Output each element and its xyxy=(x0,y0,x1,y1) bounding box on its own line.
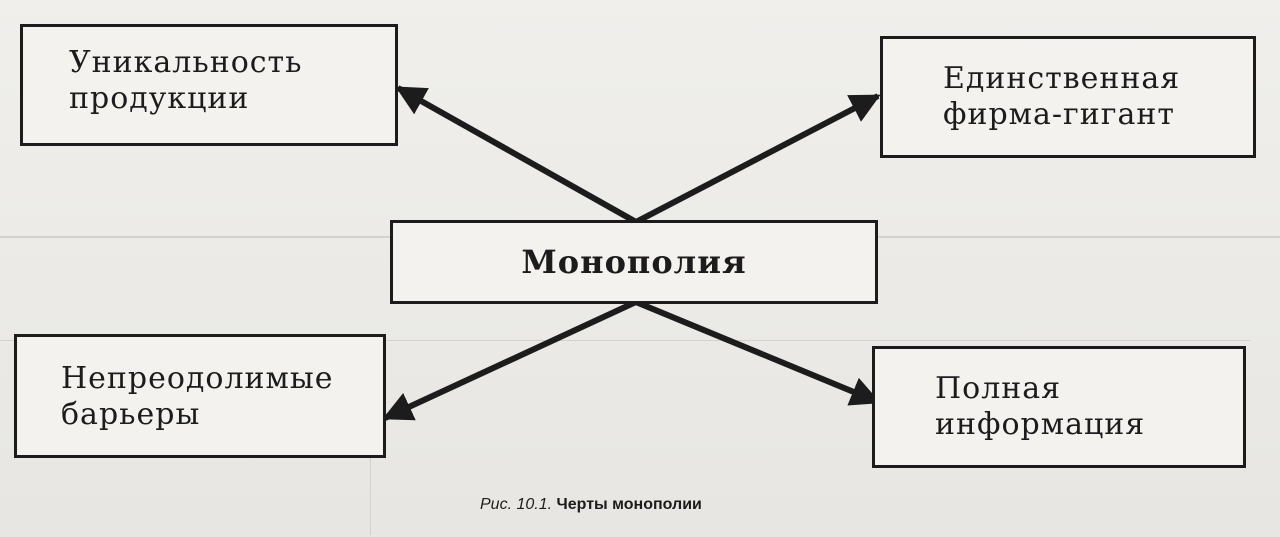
node-bottom-right-line-1: Полная xyxy=(935,371,1062,406)
node-bottom-right-line-2: информация xyxy=(935,407,1146,442)
figure-caption-label: Рис. 10.1. xyxy=(480,496,553,513)
node-bottom-left: Непреодолимые барьеры xyxy=(14,334,386,458)
node-bottom-left-line-1: Непреодолимые xyxy=(61,361,334,396)
node-top-left-line-1: Уникальность xyxy=(69,45,303,80)
node-center-label: Монополия xyxy=(521,243,747,281)
node-top-right-line-2: фирма-гигант xyxy=(943,97,1175,132)
figure-caption-title: Черты монополии xyxy=(556,496,702,513)
node-bottom-left-line-2: барьеры xyxy=(61,397,201,432)
node-top-right-line-1: Единственная xyxy=(943,61,1181,96)
figure-caption: Рис. 10.1. Черты монополии xyxy=(480,496,702,514)
node-bottom-right: Полная информация xyxy=(872,346,1246,468)
node-top-left-line-2: продукции xyxy=(69,81,250,116)
arrow-to-bottom-right xyxy=(634,299,881,406)
arrow-to-top-right xyxy=(634,93,881,225)
arrow-to-bottom-left xyxy=(382,299,638,421)
show-through-line xyxy=(370,450,371,535)
node-top-right: Единственная фирма-гигант xyxy=(880,36,1256,158)
node-center: Монополия xyxy=(390,220,878,304)
node-top-left: Уникальность продукции xyxy=(20,24,398,146)
show-through-line xyxy=(0,340,1250,341)
arrow-to-top-left xyxy=(395,85,638,225)
